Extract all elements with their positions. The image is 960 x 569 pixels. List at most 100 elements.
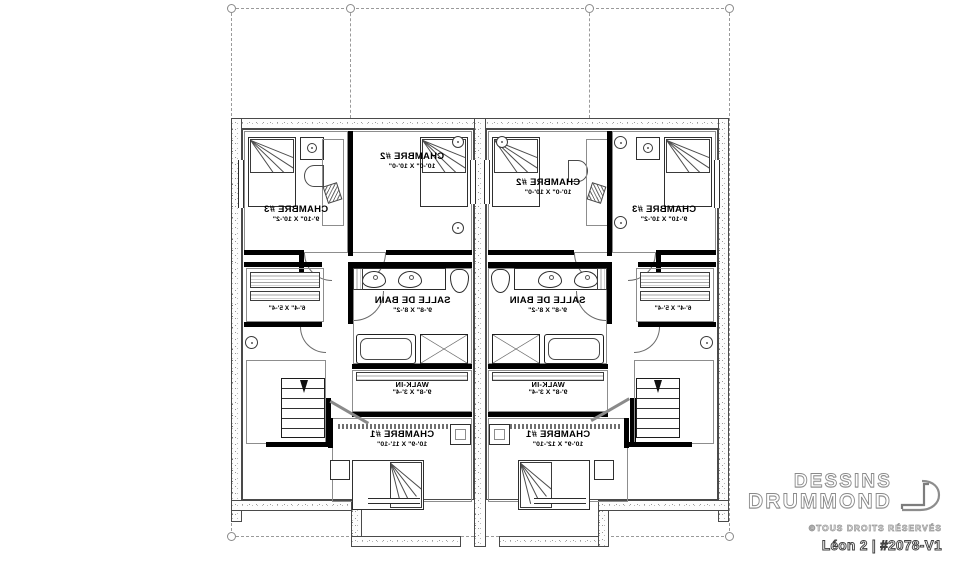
room-label-walkin: WALK-IN 9'-8" X 3'-4" xyxy=(488,380,608,397)
lamp-icon xyxy=(245,336,258,349)
sink-icon xyxy=(574,271,598,288)
wall-chambre2-right-divider xyxy=(607,131,612,256)
wall-chambre3-left-bottom-b xyxy=(299,250,304,272)
room-name: WALK-IN xyxy=(395,380,429,389)
room-name: SALLE DE BAIN xyxy=(374,295,451,306)
wall-stairs-right-side xyxy=(630,398,636,446)
room-dimensions: 6'-4" X 5'-4" xyxy=(268,304,306,312)
shower-icon xyxy=(492,334,540,364)
grid-line-right xyxy=(729,8,730,536)
lamp-icon xyxy=(643,143,653,153)
room-label-chambre2: CHAMBRE #2 10'-0" X 10'-0" xyxy=(352,151,472,170)
wall-closet-right-bottom xyxy=(638,322,716,327)
room-dimensions: 6'-4" X 5'-4" xyxy=(654,304,692,312)
brand-wordmark: DESSINS DRUMMOND xyxy=(748,471,892,513)
room-label-bain: SALLE DE BAIN 9'-8" X 8'-2" xyxy=(353,295,472,314)
linen-shelf-icon xyxy=(353,268,363,290)
wall-chambre1-right-top xyxy=(628,442,692,447)
room-name: CHAMBRE #3 xyxy=(263,204,329,215)
room-label-closet: 6'-4" X 5'-4" xyxy=(638,305,708,312)
chair-icon xyxy=(304,165,324,187)
room-dimensions: 9'-8" X 3'-4" xyxy=(392,389,432,397)
drummond-d-logo-icon xyxy=(898,476,942,520)
lamp-icon xyxy=(452,136,464,148)
bed-duvet-icon xyxy=(250,139,294,173)
grid-node-tm2 xyxy=(585,4,594,13)
grid-node-tl xyxy=(227,4,236,13)
room-dimensions: 10'-0" X 10'-0" xyxy=(524,188,572,196)
room-dimensions: 9'-8" X 3'-4" xyxy=(528,389,568,397)
lamp-icon xyxy=(700,336,713,349)
window-icon xyxy=(238,160,244,208)
lamp-icon xyxy=(496,136,508,148)
wall-closet-left-top xyxy=(244,262,322,267)
closet-left-room xyxy=(246,268,324,322)
wall-closet-left-bottom xyxy=(244,322,322,327)
room-label-chambre2: CHAMBRE #2 10'-0" X 10'-0" xyxy=(488,177,608,196)
wall-chambre1-right-edge xyxy=(624,418,629,448)
sink-icon xyxy=(398,271,422,288)
window-icon xyxy=(368,498,420,504)
nightstand-inner xyxy=(455,429,466,440)
window-icon xyxy=(534,498,586,504)
wall-chambre2-left-divider xyxy=(348,131,353,256)
room-label-chambre3: CHAMBRE #3 9'-10" X 10'-2" xyxy=(612,204,716,223)
walkin-left-room xyxy=(352,370,472,412)
chair-icon xyxy=(568,160,588,182)
wall-bath-right-side xyxy=(607,262,612,324)
grid-line-mid-a xyxy=(350,8,351,118)
grid-node-tm1 xyxy=(346,4,355,13)
room-label-chambre3: CHAMBRE #3 9'-10" X 10'-2" xyxy=(244,204,348,223)
bathtub-icon xyxy=(544,334,604,364)
toilet-icon xyxy=(450,269,469,293)
closet-shelf-icon xyxy=(492,372,604,381)
party-wall-center xyxy=(474,118,486,547)
grid-node-bl xyxy=(227,532,236,541)
room-dimensions: 9'-8" X 8'-2" xyxy=(528,306,567,314)
lamp-icon xyxy=(307,143,317,153)
brand-line-1: DESSINS xyxy=(793,471,892,492)
room-dimensions: 9'-10" X 10'-2" xyxy=(272,215,320,223)
wall-bath-left-side xyxy=(348,262,353,324)
closet-shelf-icon xyxy=(640,291,710,301)
grid-node-tr xyxy=(725,4,734,13)
room-label-closet: 6'-4" X 5'-4" xyxy=(252,305,322,312)
exterior-wall-bottom-right xyxy=(598,500,729,511)
walkin-right-room xyxy=(488,370,608,412)
branding-block: DESSINS DRUMMOND ©TOUS DROITS RÉSERVÉS L… xyxy=(742,471,942,554)
wall-closet-right-top xyxy=(638,262,716,267)
wall-chambre1-left-top xyxy=(266,442,330,447)
plan-identifier: Léon 2 | #2078-V1 xyxy=(821,538,942,554)
bathtub-icon xyxy=(356,334,416,364)
shower-icon xyxy=(420,334,468,364)
wall-chambre1-left-edge xyxy=(328,418,333,448)
closet-right-room xyxy=(636,268,714,322)
wall-chambre2-right-bottom xyxy=(488,250,574,255)
nightstand-icon xyxy=(330,460,350,480)
nightstand-icon xyxy=(594,460,614,480)
room-dimensions: 9'-10" X 10'-2" xyxy=(640,215,688,223)
bed-duvet-icon xyxy=(666,139,710,173)
wall-chambre3-left-bottom xyxy=(244,250,304,255)
header-dashed-icon xyxy=(506,424,622,429)
room-label-walkin: WALK-IN 9'-8" X 3'-4" xyxy=(352,380,472,397)
stair-direction-arrow-icon xyxy=(300,380,308,393)
grid-line-top xyxy=(231,8,729,9)
wall-chambre3-right-bottom-b xyxy=(656,250,661,272)
stair-landing xyxy=(246,360,326,444)
sink-icon xyxy=(538,271,562,288)
closet-shelf-icon xyxy=(250,272,320,288)
wall-walkin-right-bottom xyxy=(488,412,608,417)
room-label-bain: SALLE DE BAIN 9'-8" X 8'-2" xyxy=(488,295,607,314)
exterior-wall-bottom-right-low xyxy=(499,536,609,547)
exterior-wall-bottom-left-low xyxy=(351,536,461,547)
wall-bath-left-top xyxy=(352,262,472,268)
room-name: WALK-IN xyxy=(531,380,565,389)
stair-direction-arrow-icon xyxy=(654,380,662,393)
room-name: CHAMBRE #3 xyxy=(631,204,697,215)
closet-shelf-icon xyxy=(356,372,468,381)
room-name: CHAMBRE #2 xyxy=(515,177,581,188)
grid-line-mid-b xyxy=(589,8,590,118)
lamp-icon xyxy=(614,216,627,229)
